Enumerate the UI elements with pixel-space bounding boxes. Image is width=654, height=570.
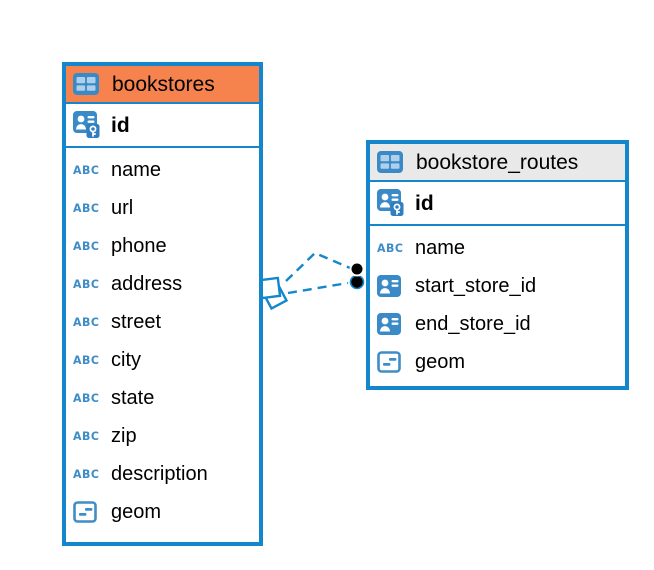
table-bookstore-routes[interactable]: bookstore_routes id ABC name start_store_…: [366, 140, 629, 390]
field-name: city: [111, 349, 141, 371]
text-type-icon: ABC: [73, 467, 100, 481]
field-name: geom: [415, 351, 466, 373]
field-row-city[interactable]: ABC city: [66, 341, 259, 379]
table-name: bookstores: [112, 72, 215, 96]
field-name: street: [111, 311, 162, 333]
field-row-geom[interactable]: geom: [370, 343, 625, 381]
text-type-icon: ABC: [73, 239, 100, 253]
field-name: geom: [111, 501, 162, 523]
table-icon: [377, 151, 407, 173]
primary-key-icon: [73, 110, 103, 140]
field-row-address[interactable]: ABC address: [66, 265, 259, 303]
field-row-name[interactable]: ABC name: [66, 151, 259, 189]
table-icon: [73, 73, 103, 95]
dot-marker-upper[interactable]: [349, 261, 365, 277]
text-type-icon: ABC: [73, 315, 100, 329]
field-name: url: [111, 197, 134, 219]
table-name: bookstore_routes: [416, 150, 579, 174]
field-name: state: [111, 387, 155, 409]
primary-key-row[interactable]: id: [66, 104, 259, 148]
primary-key-row[interactable]: id: [370, 182, 625, 226]
table-bookstore-routes-header[interactable]: bookstore_routes: [370, 144, 625, 182]
field-name: name: [415, 237, 466, 259]
field-name: id: [111, 113, 130, 137]
field-row-street[interactable]: ABC street: [66, 303, 259, 341]
text-type-icon: ABC: [73, 277, 100, 291]
field-name: address: [111, 273, 183, 295]
text-type-icon: ABC: [73, 429, 100, 443]
relationship-line-2[interactable]: [287, 281, 349, 295]
relationship-line-1[interactable]: [285, 251, 351, 282]
field-name: zip: [111, 425, 137, 447]
text-type-icon: ABC: [73, 391, 100, 405]
field-row-end_store_id[interactable]: end_store_id: [370, 305, 625, 343]
field-row-name[interactable]: ABC name: [370, 229, 625, 267]
field-row-start_store_id[interactable]: start_store_id: [370, 267, 625, 305]
field-name: end_store_id: [415, 313, 531, 335]
field-row-description[interactable]: ABC description: [66, 455, 259, 493]
field-name: name: [111, 159, 162, 181]
field-name: description: [111, 463, 208, 485]
id-reference-icon: [377, 274, 407, 298]
field-name: start_store_id: [415, 275, 537, 297]
field-row-url[interactable]: ABC url: [66, 189, 259, 227]
field-name: id: [415, 191, 434, 215]
geometry-type-icon: [73, 500, 103, 524]
field-rows: ABC name start_store_id end_store_id geom: [370, 226, 625, 381]
diamond-marker-back[interactable]: [261, 283, 289, 311]
text-type-icon: ABC: [377, 241, 404, 255]
text-type-icon: ABC: [73, 163, 100, 177]
primary-key-icon: [377, 188, 407, 218]
field-row-zip[interactable]: ABC zip: [66, 417, 259, 455]
geometry-type-icon: [377, 350, 407, 374]
dot-marker-lower[interactable]: [349, 274, 365, 290]
text-type-icon: ABC: [73, 201, 100, 215]
field-name: phone: [111, 235, 167, 257]
table-bookstores-header[interactable]: bookstores: [66, 66, 259, 104]
text-type-icon: ABC: [73, 353, 100, 367]
field-row-geom[interactable]: geom: [66, 493, 259, 531]
field-row-phone[interactable]: ABC phone: [66, 227, 259, 265]
field-row-state[interactable]: ABC state: [66, 379, 259, 417]
id-reference-icon: [377, 312, 407, 336]
